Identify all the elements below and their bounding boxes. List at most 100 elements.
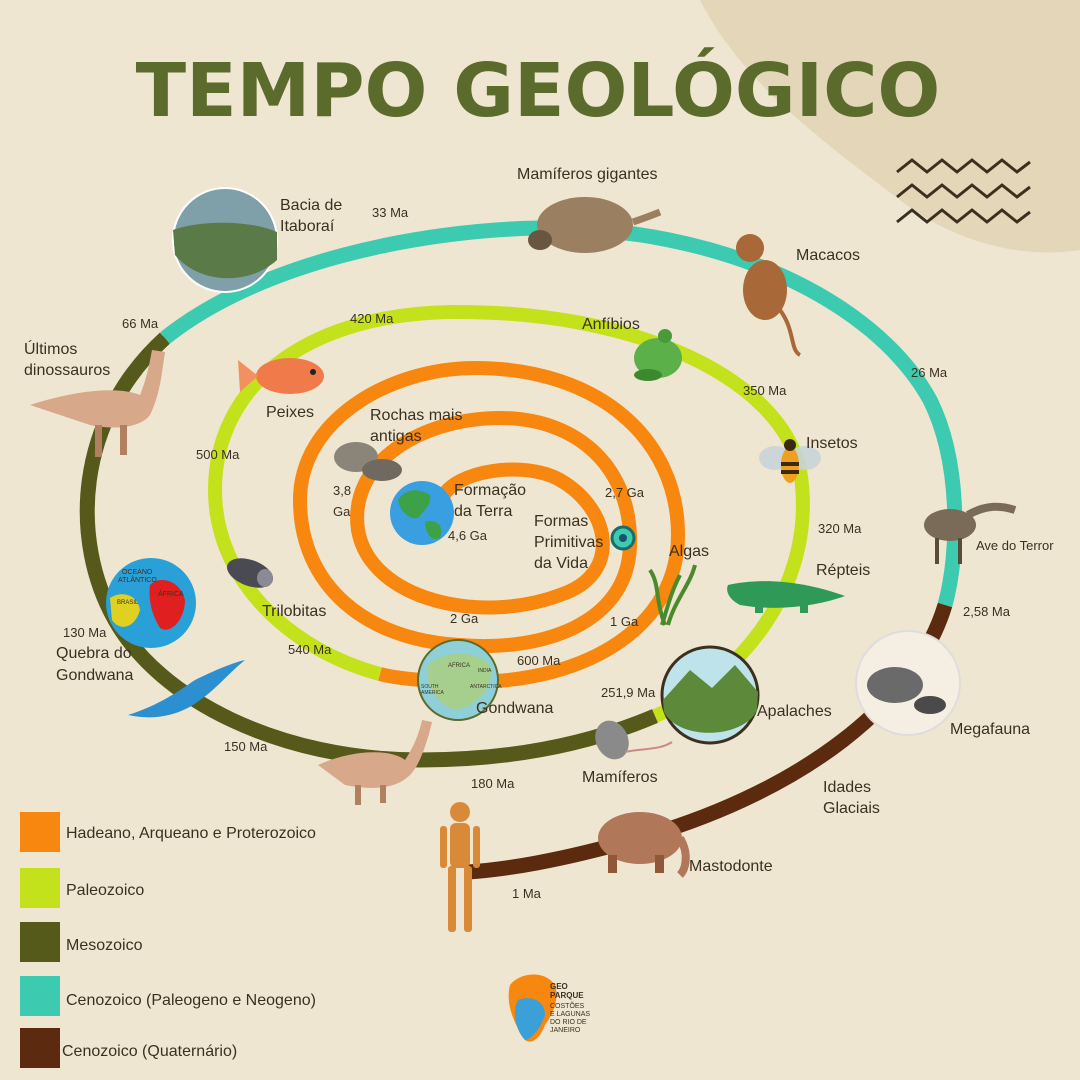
trilobite-icon: [227, 558, 273, 588]
event-ultimos-2: dinossauros: [24, 362, 110, 379]
event-bacia-1: Bacia de: [280, 197, 342, 214]
event-macacos: Macacos: [796, 247, 860, 264]
logo-line-2: PARQUE: [550, 991, 584, 1000]
giant-mammal-icon: [528, 197, 662, 253]
event-ave-terror: Ave do Terror: [976, 538, 1054, 553]
event-formacao-1: Formação: [454, 482, 526, 499]
event-gondwana: Gondwana: [476, 700, 553, 717]
map-south-2: AMERICA: [421, 690, 444, 696]
map-africa: ÁFRICA: [158, 589, 184, 598]
legend: Hadeano, Arqueano e Proterozoico Paleozo…: [20, 812, 316, 1068]
legend-label-hadeano: Hadeano, Arqueano e Proterozoico: [66, 825, 316, 842]
map-oceano-2: ATLÂNTICO: [118, 575, 157, 584]
time-label-420-ma: 420 Ma: [350, 311, 394, 326]
map-oceano-1: OCEANO: [122, 569, 153, 576]
legend-swatch-cenozoico: [20, 976, 60, 1016]
blue-bird-icon: [128, 660, 245, 718]
event-megafauna: Megafauna: [950, 721, 1030, 738]
geoparque-logo: GEO PARQUE COSTÕES E LAGUNAS DO RIO DE J…: [508, 974, 590, 1042]
event-quebra-2: Gondwana: [56, 667, 133, 684]
page-title: TEMPO GEOLÓGICO: [136, 46, 941, 134]
background-blob: [700, 0, 1080, 253]
event-formas-3: da Vida: [534, 555, 588, 572]
time-label-26-ma: 26 Ma: [911, 365, 948, 380]
legend-label-quaternario: Cenozoico (Quaternário): [62, 1043, 237, 1060]
atlantic-globe: OCEANO ATLÂNTICO ÁFRICA BRASIL: [106, 558, 196, 648]
time-label-1-ga: 1 Ga: [610, 614, 639, 629]
legend-swatch-quaternario: [20, 1028, 60, 1068]
terror-bird-icon: [924, 502, 1017, 564]
logo-line-5: DO RIO DE: [550, 1019, 587, 1026]
legend-label-cenozoico: Cenozoico (Paleogeno e Neogeno): [66, 992, 316, 1009]
event-formas-2: Primitivas: [534, 534, 603, 551]
time-label-2-ga: 2 Ga: [450, 611, 479, 626]
event-ultimos-1: Últimos: [24, 339, 77, 358]
time-label-130-ma: 130 Ma: [63, 625, 107, 640]
time-label-1-ma: 1 Ma: [512, 886, 542, 901]
megafauna-illustration: [855, 630, 961, 736]
event-rochas-1: Rochas mais: [370, 407, 462, 424]
event-insetos: Insetos: [806, 435, 858, 452]
zigzag-decoration: [896, 158, 1031, 224]
time-label-350-ma: 350 Ma: [743, 383, 787, 398]
event-repteis: Répteis: [816, 562, 870, 579]
event-quebra-1: Quebra do: [56, 645, 132, 662]
map-india: INDIA: [478, 668, 492, 674]
time-label-180-ma: 180 Ma: [471, 776, 515, 791]
small-mammal-icon: [595, 720, 673, 760]
spiral-cenozoico: [160, 220, 963, 607]
event-peixes: Peixes: [266, 404, 314, 421]
event-rochas-2: antigas: [370, 428, 422, 445]
legend-swatch-mesozoico: [20, 922, 60, 962]
frog-icon: [634, 329, 682, 381]
earth-icon: [390, 481, 454, 545]
event-mamiferos-gigantes: Mamíferos gigantes: [517, 166, 658, 183]
fish-icon: [238, 358, 324, 394]
event-anfibios: Anfíbios: [582, 316, 640, 333]
event-mamiferos: Mamíferos: [582, 769, 658, 786]
event-apalaches: Apalaches: [757, 703, 832, 720]
time-label-33-ma: 33 Ma: [372, 205, 409, 220]
time-label-150-ma: 150 Ma: [224, 739, 268, 754]
spiral-hadeano-inner: [292, 360, 686, 690]
logo-line-1: GEO: [550, 982, 568, 991]
spiral-paleozoico: [207, 304, 810, 723]
time-label-540-ma: 540 Ma: [288, 642, 332, 657]
event-labels: Formação da Terra Rochas mais antigas Fo…: [24, 166, 1054, 875]
logo-line-4: E LAGUNAS: [550, 1011, 590, 1018]
time-label-3-8-ga-b: Ga: [333, 504, 351, 519]
logo-line-6: JANEIRO: [550, 1027, 581, 1034]
dinosaur-bottom-icon: [318, 720, 432, 805]
spiral: [79, 220, 963, 880]
map-brasil: BRASIL: [117, 600, 139, 606]
cell-icon: [610, 525, 636, 551]
insect-icon: [759, 439, 821, 483]
event-formacao-2: da Terra: [454, 503, 513, 520]
appalachian-landscape: [660, 645, 760, 745]
time-label-251-9-ma: 251,9 Ma: [601, 685, 656, 700]
time-label-2-58-ma: 2,58 Ma: [963, 604, 1011, 619]
time-label-320-ma: 320 Ma: [818, 521, 862, 536]
time-label-3-8-ga-a: 3,8: [333, 483, 351, 498]
map-antarctica: ANTARCTICA: [470, 684, 502, 690]
logo-line-3: COSTÕES: [550, 1001, 585, 1010]
mastodon-icon: [598, 812, 690, 878]
legend-label-mesozoico: Mesozoico: [66, 937, 143, 954]
map-africa-small: AFRICA: [448, 663, 470, 669]
spiral-mesozoico: [79, 332, 658, 768]
gondwana-globe: AFRICA SOUTH AMERICA INDIA ANTARCTICA: [417, 639, 502, 721]
time-label-66-ma: 66 Ma: [122, 316, 159, 331]
event-algas: Algas: [669, 543, 709, 560]
time-label-4-6-ga: 4,6 Ga: [448, 528, 488, 543]
event-mastodonte: Mastodonte: [689, 858, 773, 875]
event-idades-1: Idades: [823, 779, 871, 796]
event-formas-1: Formas: [534, 513, 588, 530]
crocodile-icon: [727, 581, 845, 613]
time-label-500-ma: 500 Ma: [196, 447, 240, 462]
rocks-icon: [334, 442, 402, 481]
time-label-600-ma: 600 Ma: [517, 653, 561, 668]
event-trilobitas: Trilobitas: [262, 603, 326, 620]
dinosaur-top-icon: [30, 350, 165, 457]
legend-label-paleozoico: Paleozoico: [66, 882, 144, 899]
